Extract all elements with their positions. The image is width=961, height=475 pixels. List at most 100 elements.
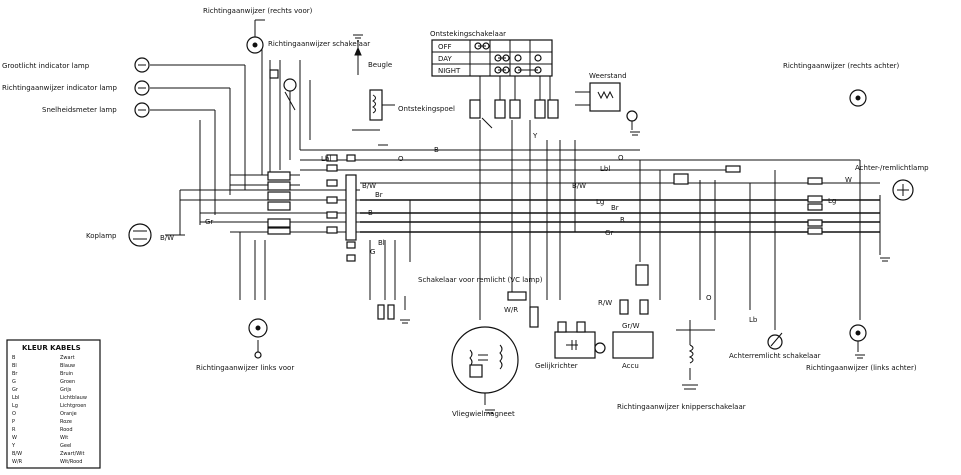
wire-code-lbl-right: Lbl bbox=[600, 165, 610, 173]
legend-color-name: Geel bbox=[60, 443, 71, 449]
harness-drops bbox=[369, 120, 881, 330]
brake-switch bbox=[767, 332, 783, 350]
label-switch-row-night: NIGHT bbox=[438, 67, 461, 75]
label-front-brake-switch: Achterremlicht schakelaar bbox=[729, 352, 821, 360]
legend-code: B/W bbox=[12, 451, 22, 457]
label-flasher: Richtingaanwijzer knipperschakelaar bbox=[617, 403, 746, 411]
wire-code-rw: R/W bbox=[598, 299, 612, 307]
wire-code-br-right: Br bbox=[611, 204, 619, 212]
flywheel-magneto bbox=[451, 291, 527, 405]
label-turn-indicator-lamp: Richtingaanwijzer indicator lamp bbox=[2, 84, 117, 92]
legend-color-name: Lichtblauw bbox=[60, 395, 87, 401]
legend-code: Br bbox=[12, 371, 18, 377]
legend-color-name: Oranje bbox=[60, 411, 77, 417]
lamp-high-beam-indicator bbox=[134, 57, 150, 73]
wire-code-b-lower: B bbox=[368, 209, 373, 217]
lamp-front-left-indicator bbox=[248, 318, 268, 359]
wire-code-y: Y bbox=[532, 132, 538, 140]
legend-code: B bbox=[12, 355, 16, 361]
legend-code: W bbox=[12, 435, 17, 441]
horn bbox=[352, 40, 395, 146]
label-front-left-indicator: Richtingaanwijzer links voor bbox=[196, 364, 294, 372]
ignition-switch-table bbox=[431, 39, 553, 100]
lamp-front-right-indicator bbox=[246, 36, 264, 54]
legend-color-name: Bruin bbox=[60, 371, 73, 377]
label-flywheel-magneto: Vliegwielmagneet bbox=[452, 410, 515, 418]
wire-code-bl: Bl bbox=[378, 239, 385, 247]
label-switch-row-off: OFF bbox=[438, 43, 452, 51]
label-tail-lamp: Achter-/remlichtlamp bbox=[855, 164, 929, 172]
wire-code-gr: Gr bbox=[205, 218, 213, 226]
label-rectifier: Gelijkrichter bbox=[535, 362, 578, 370]
wire-code-o: O bbox=[398, 155, 404, 163]
legend-code: R bbox=[12, 427, 16, 433]
label-battery: Accu bbox=[622, 362, 639, 370]
wire-code-lg: Lg bbox=[596, 198, 604, 206]
wire-code-o-right: O bbox=[618, 154, 624, 162]
label-horn: Beugle bbox=[368, 61, 392, 69]
main-harness bbox=[165, 149, 880, 236]
label-rear-left-indicator: Richtingaanwijzer (links achter) bbox=[806, 364, 917, 372]
legend-color-name: Lichtgroen bbox=[60, 403, 86, 409]
wire-code-br: Br bbox=[375, 191, 383, 199]
wire-code-bw-left: B/W bbox=[362, 182, 376, 190]
label-switch: Richtingaanwijzer schakelaar bbox=[268, 40, 370, 48]
label-rear-right-indicator: Richtingaanwijzer (rechts achter) bbox=[783, 62, 900, 70]
legend-code: W/R bbox=[12, 459, 23, 465]
legend-code: Bl bbox=[12, 363, 17, 369]
label-high-beam-indicator: Grootlicht indicator lamp bbox=[2, 62, 90, 70]
lamp-turn-indicator bbox=[134, 80, 150, 96]
legend-code: Y bbox=[11, 443, 16, 449]
wire-code-bw: B/W bbox=[572, 182, 586, 190]
front-brake-switch bbox=[377, 296, 406, 320]
lamp-rear-right-indicator bbox=[849, 89, 867, 107]
legend-color-name: Blauw bbox=[60, 363, 75, 369]
label-speedo-lamp: Snelheidsmeter lamp bbox=[42, 106, 117, 114]
label-ignition-coil: Ontstekingspoel bbox=[398, 105, 455, 113]
wire-code-w: W bbox=[845, 176, 852, 184]
legend-color-name: Rood bbox=[60, 427, 73, 433]
left-wiring bbox=[150, 19, 311, 300]
lamp-tail bbox=[892, 179, 914, 201]
lamp-speedo bbox=[134, 102, 150, 118]
legend-color-name: Groen bbox=[60, 379, 75, 385]
connector-blocks-left bbox=[267, 69, 357, 262]
wire-code-lg-right: Lg bbox=[828, 197, 836, 205]
lamp-rear-left-indicator bbox=[849, 324, 867, 352]
legend-color-name: Wit/Rood bbox=[60, 459, 82, 465]
ignition-coil bbox=[469, 99, 559, 129]
label-resistor: Weerstand bbox=[589, 72, 627, 80]
legend-color-name: Zwart/Wit bbox=[60, 451, 85, 457]
flasher-unit bbox=[676, 320, 715, 390]
wire-code-o-flasher: O bbox=[706, 294, 712, 302]
wire-codes: B B/W Lbl Lbl O O Lg Lg Br Br Gr Gr G Bl… bbox=[160, 132, 852, 330]
wire-code-lbl: Lbl bbox=[321, 155, 331, 163]
legend-color-name: Zwart bbox=[60, 355, 75, 361]
legend-code: P bbox=[12, 419, 15, 425]
grounds bbox=[353, 34, 890, 414]
switch-turn bbox=[283, 78, 297, 111]
label-headlamp: Koplamp bbox=[86, 232, 117, 240]
wire-code-g: G bbox=[370, 248, 375, 256]
label-ignition-switch: Ontstekingschakelaar bbox=[430, 30, 506, 38]
label-switch-row-day: DAY bbox=[438, 55, 453, 63]
legend-code: O bbox=[12, 411, 16, 417]
legend-code: Gr bbox=[12, 387, 19, 393]
legend-color-name: Grijs bbox=[60, 387, 72, 393]
wire-code-bw-headlamp: B/W bbox=[160, 234, 174, 242]
label-front-switch-lever: Schakelaar voor remlicht (VC lamp) bbox=[418, 276, 543, 284]
wire-code-gr-right: Gr bbox=[605, 229, 613, 237]
legend-code: Lg bbox=[12, 403, 18, 409]
legend-code: G bbox=[12, 379, 16, 385]
legend-color-name: Roze bbox=[60, 419, 72, 425]
wire-code-grw: Gr/W bbox=[622, 322, 640, 330]
resistor bbox=[575, 82, 638, 130]
legend-color-name: Wit bbox=[60, 435, 68, 441]
rectifier bbox=[529, 306, 596, 359]
legend-code: Lbl bbox=[12, 395, 19, 401]
legend-title: KLEUR KABELS bbox=[22, 344, 81, 352]
label-front-right-indicator: Richtingaanwijzer (rechts voor) bbox=[203, 7, 313, 15]
wire-code-wr: W/R bbox=[504, 306, 518, 314]
